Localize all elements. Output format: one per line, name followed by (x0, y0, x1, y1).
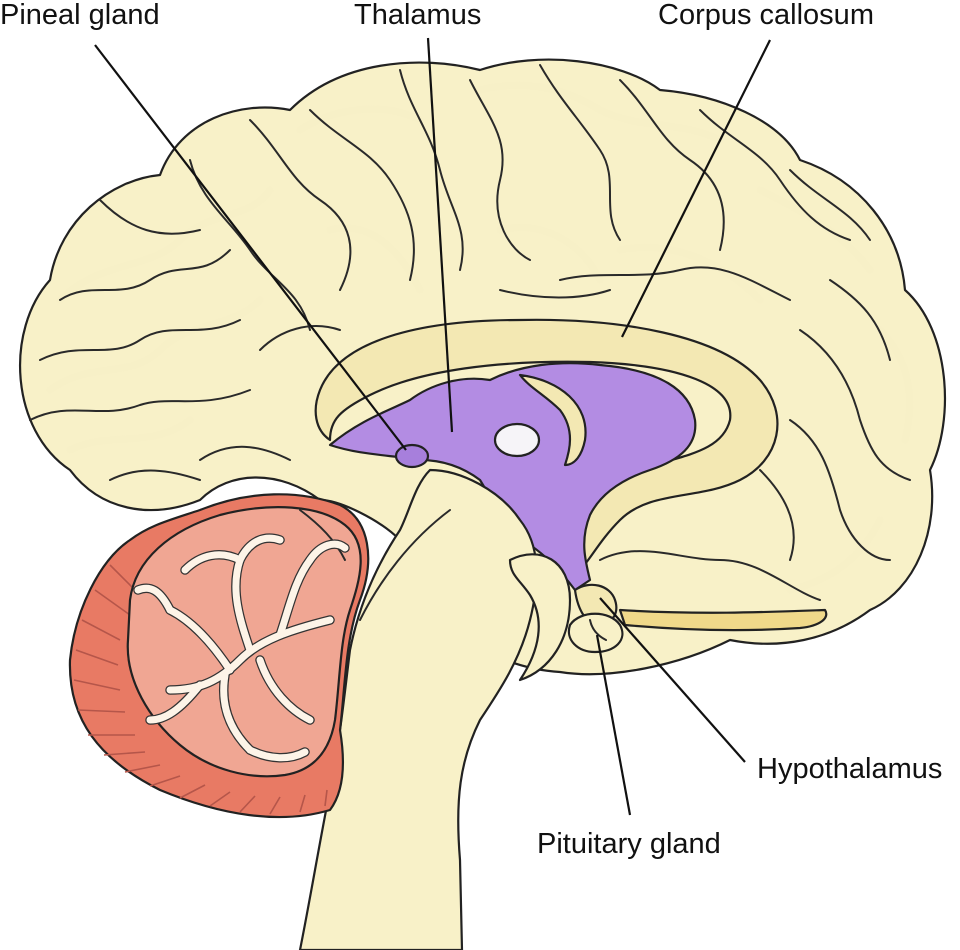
label-pituitary-gland: Pituitary gland (537, 828, 721, 860)
leader-line-thalamus (426, 37, 454, 433)
label-pineal-gland: Pineal gland (0, 0, 160, 31)
label-hypothalamus: Hypothalamus (757, 753, 942, 785)
label-thalamus: Thalamus (354, 0, 481, 31)
optic-nerve (618, 608, 828, 632)
cerebellum (68, 493, 370, 819)
leader-line-pineal-gland (94, 44, 407, 451)
pons-bulge (508, 553, 572, 682)
thalamus-region (328, 362, 697, 592)
leader-line-pituitary-gland (595, 634, 632, 816)
label-corpus-callosum: Corpus callosum (658, 0, 874, 31)
leader-line-corpus-callosum (621, 39, 771, 338)
leader-line-hypothalamus (599, 597, 746, 763)
sulcus (59, 249, 231, 301)
fornix (518, 373, 587, 467)
pineal-gland (394, 443, 430, 469)
interthalamic-adhesion (493, 422, 541, 458)
